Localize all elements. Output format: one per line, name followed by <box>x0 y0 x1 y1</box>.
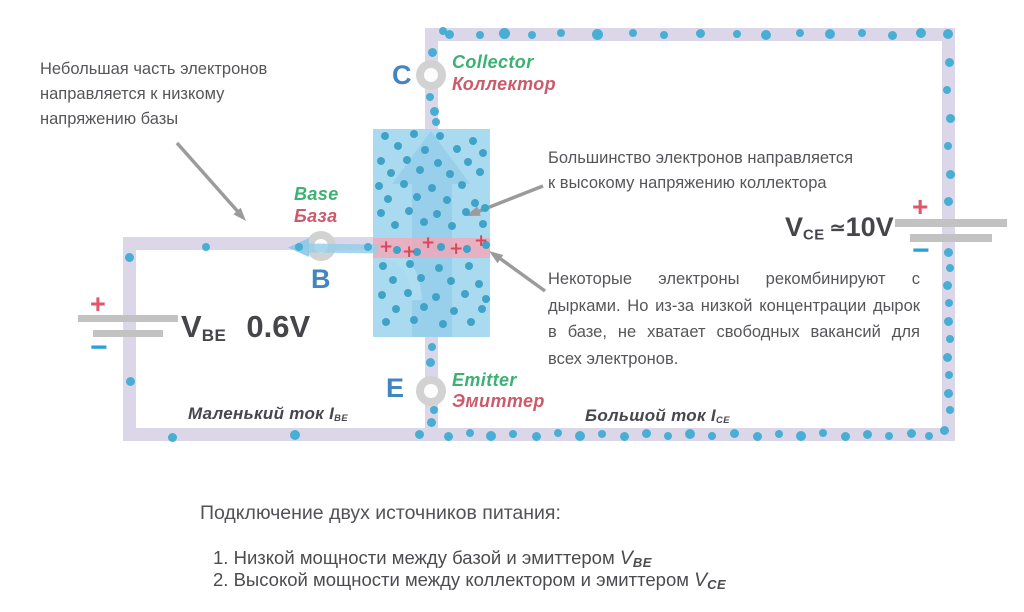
large-current-symbol: I <box>710 406 716 425</box>
large-current-label: Большой ток ICE <box>585 406 730 426</box>
collector-label-ru: Коллектор <box>452 74 557 94</box>
annotation-arrowhead-base-icon <box>233 207 246 221</box>
annotation-line: к высокому напряжению коллектора <box>548 174 827 192</box>
vbe-symbol: V <box>181 309 202 344</box>
large-current-text: Большой ток <box>585 406 711 425</box>
footer-heading: Подключение двух источников питания: <box>200 502 561 524</box>
base-current-arrow-shaft <box>308 243 379 254</box>
collector-terminal <box>416 60 446 90</box>
vce-subscript: CE <box>803 227 825 244</box>
footer-item-subscript: BE <box>632 554 652 570</box>
vbe-battery-plate-long <box>78 315 178 322</box>
base-label-en: Base <box>294 184 339 204</box>
annotation-arrow-base <box>175 141 242 216</box>
small-current-text: Маленький ток <box>188 404 330 423</box>
vce-plus-sign: + <box>912 191 929 222</box>
vce-battery-plate-long <box>895 219 1007 227</box>
base-region-band <box>373 238 490 258</box>
annotation-majority: Большинство электронов направляется к вы… <box>548 146 853 196</box>
base-current-curve <box>372 246 422 301</box>
vbe-minus-sign: − <box>90 331 108 364</box>
vce-approx: ≃ <box>829 218 846 239</box>
base-current-arrowhead-icon <box>288 238 309 257</box>
footer-item-text: Низкой мощности между базой и эмиттером <box>228 547 620 568</box>
collector-letter: C <box>392 60 412 90</box>
annotation-arrow-recombine <box>496 255 547 293</box>
collector-label-en: Collector <box>452 52 534 72</box>
vbe-battery-plate-short <box>93 330 163 337</box>
base-letter: B <box>311 264 331 294</box>
emitter-label-ru: Эмиттер <box>452 391 545 411</box>
vce-battery-plate-short <box>910 234 992 242</box>
vbe-subscript: BE <box>201 325 227 345</box>
footer-item-symbol: V <box>619 547 633 569</box>
annotation-arrowhead-collector-flow-icon <box>466 206 481 216</box>
footer-item-number: 2. <box>213 569 229 590</box>
vce-value: 10V <box>845 212 894 242</box>
annotation-arrow-collector-flow <box>476 184 544 214</box>
footer-item-2: 2. Высокой мощности между коллектором и … <box>213 569 726 592</box>
main-current-up-arrow <box>392 131 470 337</box>
vce-symbol: V <box>785 212 804 242</box>
footer-item-1: 1. Низкой мощности между базой и эмиттер… <box>213 547 652 570</box>
footer-item-symbol: V <box>694 569 708 591</box>
base-label-ru: База <box>294 206 338 226</box>
vce-label: VCE≃10V <box>785 212 894 243</box>
small-current-subscript: BE <box>334 413 349 424</box>
large-current-subscript: CE <box>715 415 730 426</box>
emitter-terminal <box>416 376 446 406</box>
small-current-symbol: I <box>329 404 335 423</box>
wire-left <box>123 237 136 441</box>
emitter-letter: E <box>386 373 405 403</box>
vce-minus-sign: − <box>912 234 930 267</box>
annotation-line: Большинство электронов направляется <box>548 149 854 167</box>
annotation-arrowhead-recombine-icon <box>489 251 504 264</box>
footer-item-text: Высокой мощности между коллектором и эми… <box>228 569 695 590</box>
annotation-small-part: Небольшая часть электронов направляется … <box>40 57 267 132</box>
vbe-label: VBE 0.6V <box>181 309 310 346</box>
annotation-line: направляется к низкому <box>40 85 225 103</box>
vbe-plus-sign: + <box>90 289 106 319</box>
footer-item-subscript: CE <box>707 576 727 592</box>
vbe-value: 0.6V <box>246 309 311 344</box>
emitter-label-en: Emitter <box>452 370 517 390</box>
annotation-line: Небольшая часть электронов <box>40 60 268 78</box>
annotation-line: напряжению базы <box>40 110 179 128</box>
annotation-recombine: Некоторые электроны рекомбинируют с дырк… <box>548 270 920 368</box>
small-current-label: Маленький ток IBE <box>188 404 348 424</box>
footer-item-number: 1. <box>213 547 229 568</box>
